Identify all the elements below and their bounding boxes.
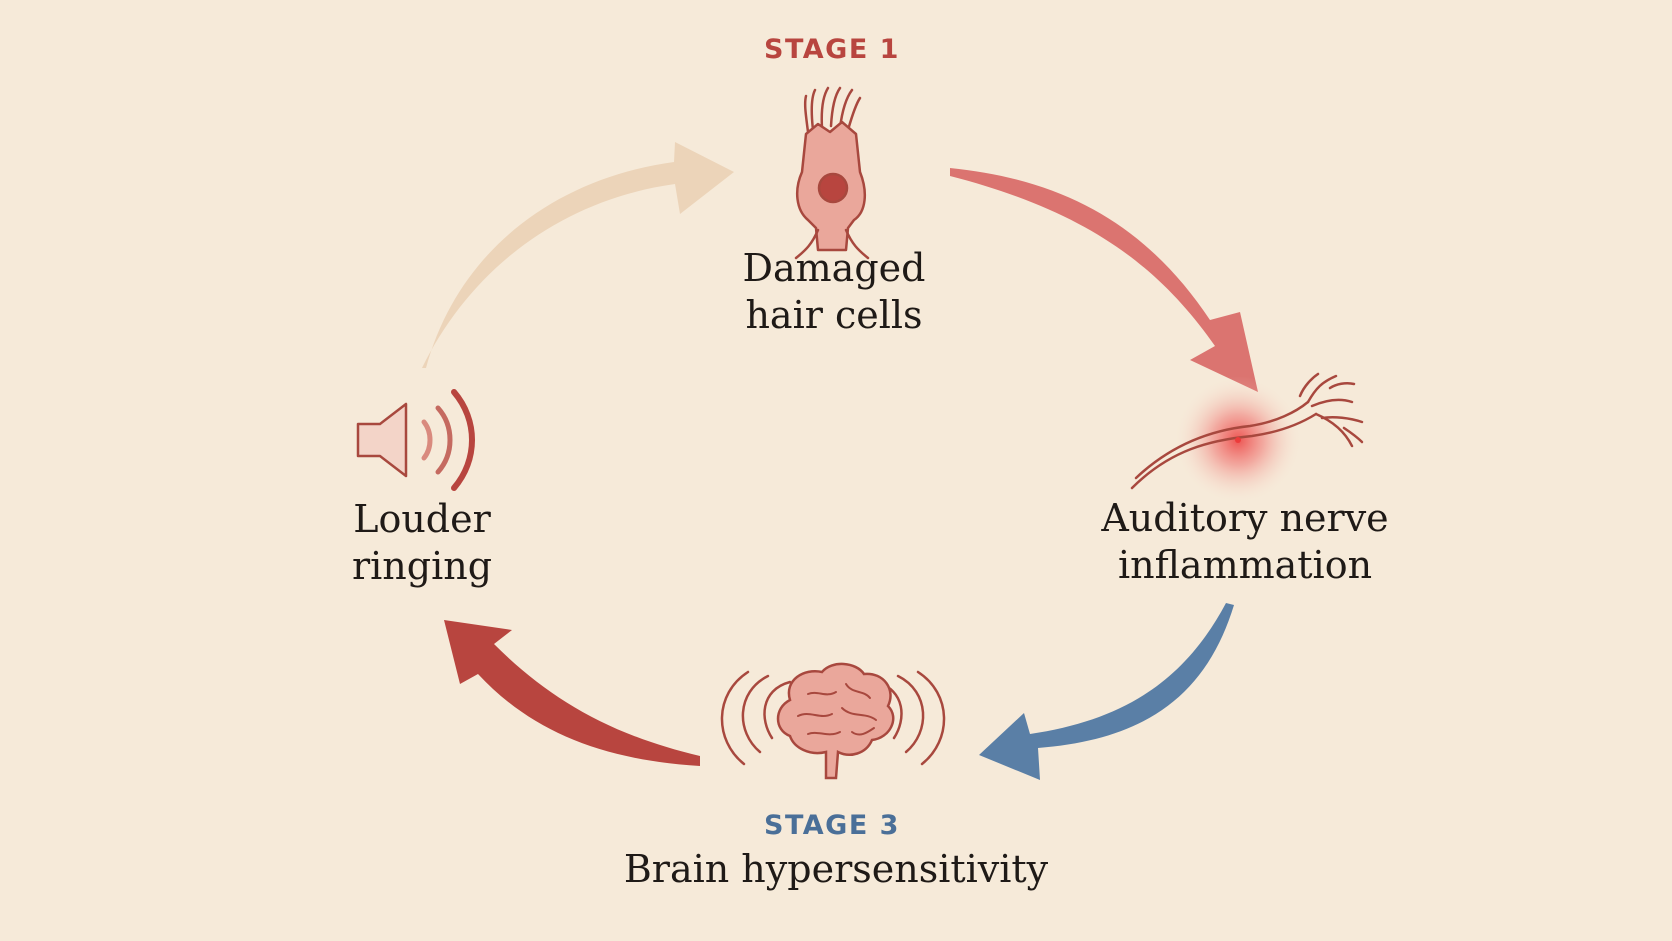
- ringing-label-line2: ringing: [351, 544, 493, 588]
- arrow-hair-cells-to-nerve: [950, 168, 1258, 392]
- stage-3-tag: STAGE 3: [764, 810, 900, 841]
- nerve-label: Auditory nerve inflammation: [1072, 495, 1418, 589]
- nerve-icon: [1130, 372, 1364, 504]
- arrow-nerve-to-brain: [979, 603, 1234, 780]
- hair-cells-label: Damaged hair cells: [684, 245, 984, 339]
- hair-cell-icon: [794, 86, 870, 260]
- nerve-label-line1: Auditory nerve: [1101, 496, 1389, 540]
- ringing-label: Louder ringing: [320, 496, 524, 590]
- hair-cells-label-line2: hair cells: [745, 293, 923, 337]
- ringing-label-line1: Louder: [353, 497, 491, 541]
- hair-cells-label-line1: Damaged: [742, 246, 926, 290]
- brain-label: Brain hypersensitivity: [623, 847, 1049, 891]
- speaker-icon: [356, 389, 475, 491]
- arrow-brain-to-ringing: [444, 620, 700, 766]
- arrow-ringing-to-hair-cells: [422, 142, 734, 368]
- brain-icon: [720, 662, 946, 780]
- stage-1-tag: STAGE 1: [764, 34, 900, 65]
- nerve-label-line2: inflammation: [1117, 543, 1373, 587]
